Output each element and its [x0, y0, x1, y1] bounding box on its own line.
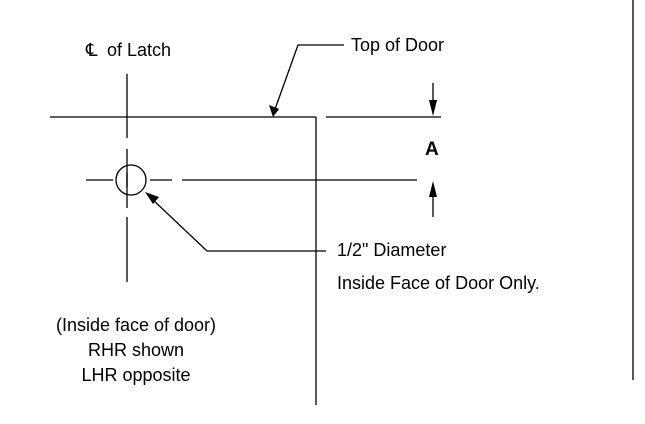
diameter-leader-head — [145, 192, 159, 204]
latch-label: of Latch — [107, 40, 171, 60]
centerline-symbol: ℄ — [85, 40, 98, 60]
diameter-note-line1: 1/2" Diameter — [337, 240, 446, 260]
caption-line1: (Inside face of door) — [56, 315, 216, 335]
dim-arrow-bottom-head — [429, 181, 437, 197]
caption-line3: LHR opposite — [81, 365, 190, 385]
dim-arrow-top-head — [429, 100, 437, 116]
top-of-door-leader — [273, 44, 344, 113]
diameter-note-line2: Inside Face of Door Only. — [337, 273, 540, 293]
caption-line2: RHR shown — [88, 340, 184, 360]
diameter-leader — [151, 198, 326, 252]
latch-hole-circle — [115, 164, 147, 196]
dimension-a-label: A — [425, 139, 439, 160]
top-of-door-label: Top of Door — [351, 35, 444, 55]
top-of-door-leader-head — [269, 105, 279, 117]
